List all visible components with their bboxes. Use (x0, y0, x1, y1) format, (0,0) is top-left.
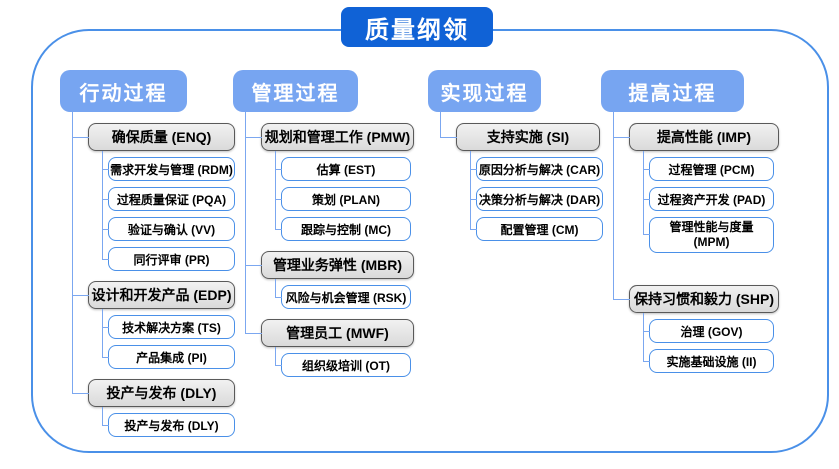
practice-list: 组织级培训 (OT) (275, 347, 414, 377)
sections: 提高性能 (IMP) 过程管理 (PCM) 过程资产开发 (PAD) 管理性能与… (601, 112, 779, 373)
practice-row: 投产与发布 (DLY) (102, 407, 235, 437)
practice-row: 产品集成 (PI) (102, 339, 235, 369)
practice-row: 决策分析与解决 (DAR) (470, 181, 603, 211)
process-area-node: 设计和开发产品 (EDP) (88, 281, 235, 309)
practice-row: 技术解决方案 (TS) (102, 309, 235, 339)
process-area-node: 管理员工 (MWF) (261, 319, 414, 347)
practice-node: 过程质量保证 (PQA) (108, 187, 235, 211)
practice-node: 验证与确认 (VV) (108, 217, 235, 241)
process-group-mwf: 管理员工 (MWF) 组织级培训 (OT) (233, 309, 414, 377)
diagram-title: 质量纲领 (341, 7, 493, 47)
practice-node: 策划 (PLAN) (281, 187, 411, 211)
practice-row: 管理性能与度量 (MPM) (643, 211, 779, 253)
practice-row: 过程资产开发 (PAD) (643, 181, 779, 211)
practice-row: 同行评审 (PR) (102, 241, 235, 271)
practice-node: 产品集成 (PI) (108, 345, 235, 369)
process-area-node: 管理业务弹性 (MBR) (261, 251, 414, 279)
practice-row: 跟踪与控制 (MC) (275, 211, 414, 241)
practice-row: 配置管理 (CM) (470, 211, 603, 241)
practice-row: 过程管理 (PCM) (643, 151, 779, 181)
practice-list: 投产与发布 (DLY) (102, 407, 235, 437)
practice-row: 组织级培训 (OT) (275, 347, 414, 377)
practice-node: 组织级培训 (OT) (281, 353, 411, 377)
practice-node: 决策分析与解决 (DAR) (476, 187, 603, 211)
practice-list: 估算 (EST) 策划 (PLAN) 跟踪与控制 (MC) (275, 151, 414, 241)
column-header-realization: 实现过程 (428, 70, 541, 112)
practice-row: 需求开发与管理 (RDM) (102, 151, 235, 181)
column-header-action: 行动过程 (60, 70, 187, 112)
practice-node: 跟踪与控制 (MC) (281, 217, 411, 241)
practice-row: 过程质量保证 (PQA) (102, 181, 235, 211)
sections: 确保质量 (ENQ) 需求开发与管理 (RDM) 过程质量保证 (PQA) 验证… (60, 112, 235, 437)
process-group-mbr: 管理业务弹性 (MBR) 风险与机会管理 (RSK) (233, 241, 414, 309)
column-realization-process: 实现过程 支持实施 (SI) 原因分析与解决 (CAR) 决策分析与解决 (DA… (428, 70, 603, 241)
practice-node: 技术解决方案 (TS) (108, 315, 235, 339)
practice-row: 策划 (PLAN) (275, 181, 414, 211)
process-area-node: 投产与发布 (DLY) (88, 379, 235, 407)
process-area-node: 支持实施 (SI) (456, 123, 600, 151)
practice-list: 需求开发与管理 (RDM) 过程质量保证 (PQA) 验证与确认 (VV) 同行… (102, 151, 235, 271)
column-improvement-process: 提高过程 提高性能 (IMP) 过程管理 (PCM) 过程资产开发 (PAD) … (601, 70, 779, 373)
practice-list: 治理 (GOV) 实施基础设施 (II) (643, 313, 779, 373)
column-header-improvement: 提高过程 (601, 70, 744, 112)
sections: 规划和管理工作 (PMW) 估算 (EST) 策划 (PLAN) 跟踪与控制 (… (233, 112, 414, 377)
process-area-node: 确保质量 (ENQ) (88, 123, 235, 151)
practice-node: 治理 (GOV) (649, 319, 774, 343)
process-group-pmw: 规划和管理工作 (PMW) 估算 (EST) 策划 (PLAN) 跟踪与控制 (… (233, 112, 414, 241)
process-group-imp: 提高性能 (IMP) 过程管理 (PCM) 过程资产开发 (PAD) 管理性能与… (601, 112, 779, 253)
process-group-enq: 确保质量 (ENQ) 需求开发与管理 (RDM) 过程质量保证 (PQA) 验证… (60, 112, 235, 271)
process-area-node: 提高性能 (IMP) (629, 123, 779, 151)
column-management-process: 管理过程 规划和管理工作 (PMW) 估算 (EST) 策划 (PLAN) 跟踪… (233, 70, 414, 377)
practice-row: 治理 (GOV) (643, 313, 779, 343)
practice-list: 原因分析与解决 (CAR) 决策分析与解决 (DAR) 配置管理 (CM) (470, 151, 603, 241)
column-action-process: 行动过程 确保质量 (ENQ) 需求开发与管理 (RDM) 过程质量保证 (PQ… (60, 70, 235, 437)
practice-row: 估算 (EST) (275, 151, 414, 181)
practice-list: 风险与机会管理 (RSK) (275, 279, 414, 309)
process-group-dly: 投产与发布 (DLY) 投产与发布 (DLY) (60, 369, 235, 437)
practice-row: 原因分析与解决 (CAR) (470, 151, 603, 181)
practice-list: 过程管理 (PCM) 过程资产开发 (PAD) 管理性能与度量 (MPM) (643, 151, 779, 253)
practice-node: 配置管理 (CM) (476, 217, 603, 241)
practice-list: 技术解决方案 (TS) 产品集成 (PI) (102, 309, 235, 369)
practice-node: 需求开发与管理 (RDM) (108, 157, 235, 181)
practice-node: 投产与发布 (DLY) (108, 413, 235, 437)
practice-row: 风险与机会管理 (RSK) (275, 279, 414, 309)
practice-node: 原因分析与解决 (CAR) (476, 157, 603, 181)
sections: 支持实施 (SI) 原因分析与解决 (CAR) 决策分析与解决 (DAR) 配置… (428, 112, 603, 241)
practice-row: 验证与确认 (VV) (102, 211, 235, 241)
process-group-shp: 保持习惯和毅力 (SHP) 治理 (GOV) 实施基础设施 (II) (601, 253, 779, 373)
practice-node: 过程资产开发 (PAD) (649, 187, 774, 211)
process-group-edp: 设计和开发产品 (EDP) 技术解决方案 (TS) 产品集成 (PI) (60, 271, 235, 369)
practice-node: 同行评审 (PR) (108, 247, 235, 271)
practice-node: 风险与机会管理 (RSK) (281, 285, 411, 309)
process-group-si: 支持实施 (SI) 原因分析与解决 (CAR) 决策分析与解决 (DAR) 配置… (428, 112, 603, 241)
process-area-node: 规划和管理工作 (PMW) (261, 123, 414, 151)
process-area-node: 保持习惯和毅力 (SHP) (629, 285, 779, 313)
column-header-management: 管理过程 (233, 70, 358, 112)
practice-row: 实施基础设施 (II) (643, 343, 779, 373)
practice-node: 估算 (EST) (281, 157, 411, 181)
practice-node: 过程管理 (PCM) (649, 157, 774, 181)
practice-node: 管理性能与度量 (MPM) (649, 217, 774, 253)
practice-node: 实施基础设施 (II) (649, 349, 774, 373)
